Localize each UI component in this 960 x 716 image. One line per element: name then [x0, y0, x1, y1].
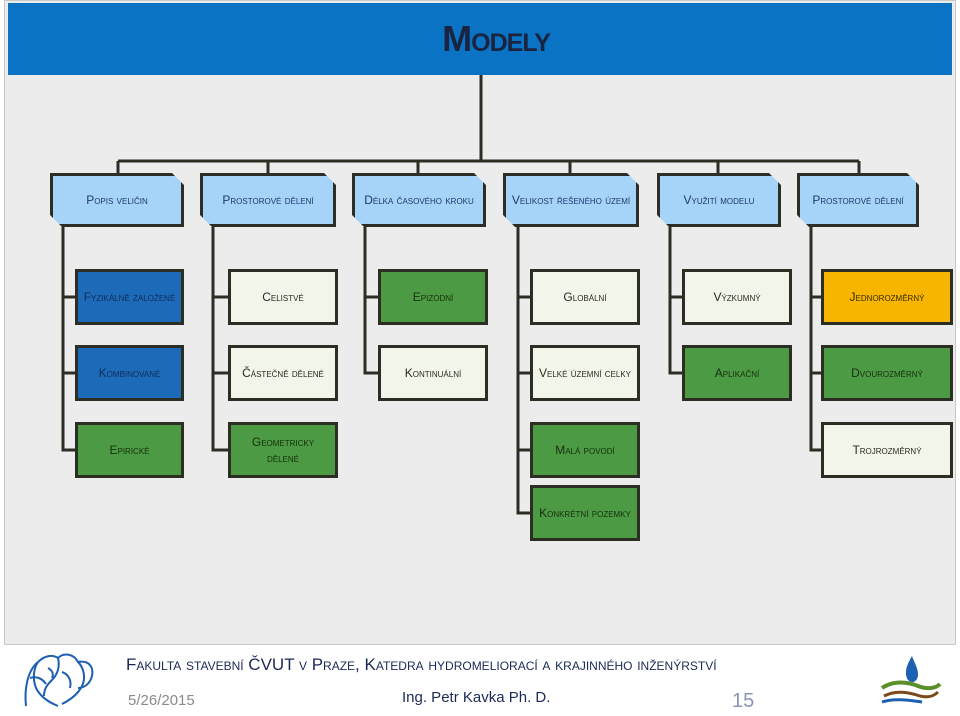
- branch-col-3: [363, 227, 378, 375]
- header-vyuziti-modelu: Využití modelu: [657, 173, 781, 227]
- node-kombinovane: Kombinované: [75, 345, 184, 401]
- node-aplikacni: Aplikační: [682, 345, 792, 401]
- header-prostorove-deleni: Prostorové dělení: [200, 173, 336, 227]
- connector-lines: [61, 75, 861, 515]
- node-epizodni: Epizodní: [378, 269, 488, 325]
- node-geometricky-delene: Geometricky dělené: [228, 422, 338, 478]
- footer-author: Ing. Petr Kavka Ph. D.: [402, 689, 551, 706]
- node-konkretni-pozemky: Konkrétní pozemky: [530, 485, 640, 541]
- slide-title: Modely: [442, 18, 551, 59]
- node-kontinualni: Kontinuální: [378, 345, 488, 401]
- header-prostorove-deleni-2: Prostorové dělení: [797, 173, 919, 227]
- department-logo: [880, 656, 942, 704]
- footer-date: 5/26/2015: [128, 692, 195, 709]
- page-number: 15: [732, 690, 755, 712]
- node-dvourozmerny: Dvourozměrný: [821, 345, 953, 401]
- branch-col-6: [809, 227, 821, 452]
- title-bar: Modely: [8, 3, 952, 75]
- cvut-lion-logo: [24, 653, 94, 707]
- branch-col-5: [668, 227, 682, 375]
- branch-col-1: [61, 227, 75, 452]
- node-globalni: Globální: [530, 269, 640, 325]
- water-drop-icon: [905, 656, 918, 682]
- node-castecne-delene: Částečně dělené: [228, 345, 338, 401]
- node-celistve: Celistvé: [228, 269, 338, 325]
- header-popis-velicin: Popis veličin: [50, 173, 184, 227]
- header-delka-casoveho-kroku: Délka časového kroku: [352, 173, 486, 227]
- footer-institution: Fakulta stavební ČVUT v Praze, Katedra h…: [126, 655, 717, 674]
- node-trojrozmerny: Trojrozměrný: [821, 422, 953, 478]
- node-epiricke: Epirické: [75, 422, 184, 478]
- branch-col-4: [516, 227, 530, 515]
- node-jednorozmerny: Jednorozměrný: [821, 269, 953, 325]
- header-velikost-reseneho-uzemi: Velikost řešeného území: [503, 173, 639, 227]
- branch-col-2: [211, 227, 228, 452]
- node-vyzkumny: Výzkumný: [682, 269, 792, 325]
- node-mala-povodi: Malá povodí: [530, 422, 640, 478]
- node-fyzikalne-zalozene: Fyzikálně založené: [75, 269, 184, 325]
- node-velke-uzemni-celky: Velké územní celky: [530, 345, 640, 401]
